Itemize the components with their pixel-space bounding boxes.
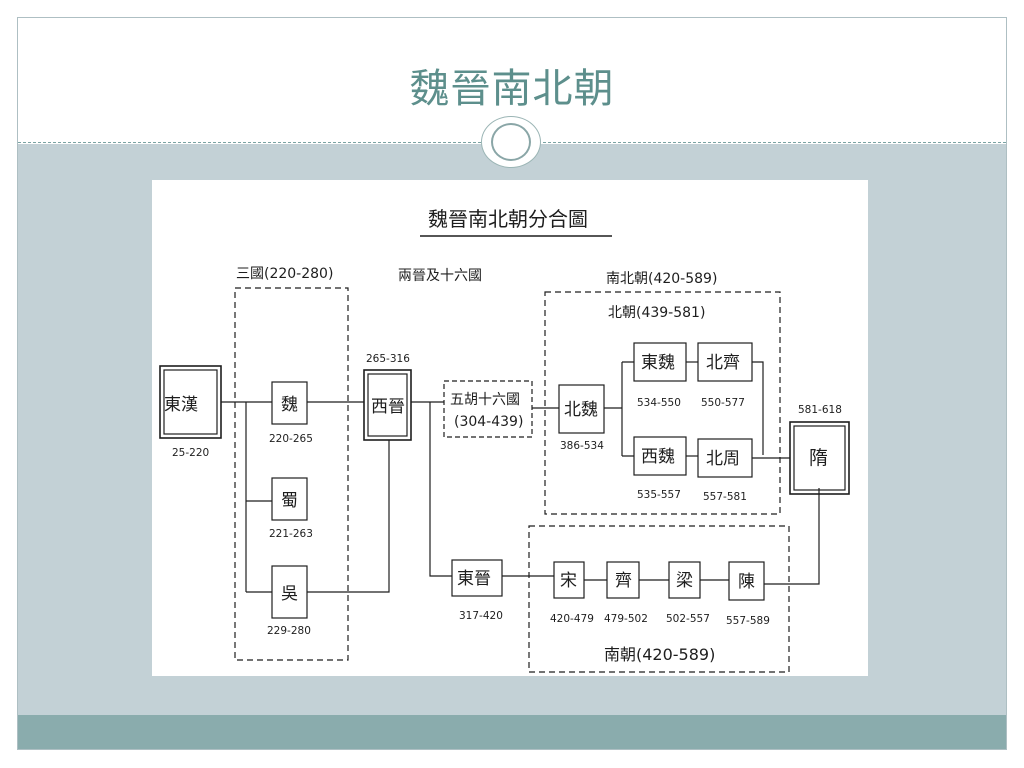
eastern-jin-name: 東晉 [457, 569, 491, 589]
diagram-title: 魏晉南北朝分合圖 [428, 207, 588, 231]
northern-dynasties-label: 北朝(439-581) [608, 305, 705, 321]
northern-zhou-box [697, 438, 753, 478]
footer-band [18, 715, 1006, 749]
north-south-label: 南北朝(420-589) [606, 271, 717, 287]
northern-wei-box [558, 384, 605, 434]
dynasty-diagram-image: 魏晉南北朝分合圖 三國(220-280) 兩晉及十六國 南北朝(420-589)… [152, 180, 868, 676]
three-kingdoms-label: 三國(220-280) [236, 266, 333, 282]
song-name: 宋 [560, 571, 577, 591]
wu-years: 229-280 [267, 625, 311, 637]
sixteen-kingdoms-years: (304-439) [454, 414, 523, 430]
wei-name: 魏 [281, 395, 298, 415]
northern-qi-box [697, 342, 753, 382]
liang-box [668, 561, 701, 599]
line-nqi-to-sui [752, 361, 764, 455]
eastern-han-years: 25-220 [172, 447, 209, 459]
southern-dynasties-label: 南朝(420-589) [604, 645, 715, 664]
sui-box [789, 421, 850, 495]
slide-title: 魏晉南北朝 [409, 66, 615, 112]
eastern-jin-box [451, 559, 503, 597]
qi-box [606, 561, 640, 599]
liang-name: 梁 [676, 571, 693, 591]
line-chen-to-sui [764, 488, 820, 585]
eastern-han-box [159, 365, 222, 439]
eastern-han-name: 東漢 [164, 395, 198, 415]
qi-name: 齊 [615, 571, 632, 591]
wu-box [271, 565, 308, 619]
sixteen-kingdoms-name: 五胡十六國 [450, 392, 520, 408]
circle-ornament-icon [481, 116, 541, 168]
sui-box-inner [793, 425, 846, 491]
eastern-wei-name: 東魏 [641, 353, 675, 373]
western-wei-box [633, 436, 687, 476]
qi-years: 479-502 [604, 613, 648, 625]
eastern-jin-years: 317-420 [459, 610, 503, 622]
sui-name: 隋 [809, 447, 828, 469]
dynasty-diagram: 魏晉南北朝分合圖 三國(220-280) 兩晉及十六國 南北朝(420-589)… [159, 207, 850, 673]
northern-qi-name: 北齊 [706, 353, 740, 373]
chen-years: 557-589 [726, 615, 770, 627]
wei-box [271, 381, 308, 425]
northern-wei-name: 北魏 [564, 400, 598, 420]
western-wei-years: 535-557 [637, 489, 681, 501]
wei-years: 220-265 [269, 433, 313, 445]
eastern-wei-box [633, 342, 687, 382]
northern-zhou-name: 北周 [706, 449, 740, 469]
western-jin-box-inner [367, 373, 408, 437]
circle-ornament-inner [491, 123, 531, 161]
chen-name: 陳 [738, 572, 755, 592]
northern-zhou-years: 557-581 [703, 491, 747, 503]
song-years: 420-479 [550, 613, 594, 625]
chen-box [728, 561, 765, 601]
western-jin-name: 西晉 [371, 397, 405, 417]
line-jin-to-eastjin [429, 402, 452, 577]
sui-years: 581-618 [798, 404, 842, 416]
shu-name: 蜀 [281, 491, 298, 511]
two-jin-label: 兩晉及十六國 [398, 268, 482, 284]
western-wei-name: 西魏 [641, 447, 675, 467]
sixteen-kingdoms-box [443, 380, 533, 438]
song-box [553, 561, 585, 599]
northern-wei-years: 386-534 [560, 440, 604, 452]
eastern-han-box-inner [163, 369, 218, 435]
northern-qi-years: 550-577 [701, 397, 745, 409]
eastern-wei-years: 534-550 [637, 397, 681, 409]
shu-years: 221-263 [269, 528, 313, 540]
north-south-region [544, 291, 781, 515]
western-jin-years: 265-316 [366, 353, 410, 365]
shu-box [271, 477, 308, 521]
liang-years: 502-557 [666, 613, 710, 625]
line-nwei-split [604, 361, 634, 457]
western-jin-box [363, 369, 412, 441]
three-kingdoms-region [234, 287, 349, 661]
southern-dynasties-region [528, 525, 790, 673]
wu-name: 吳 [281, 584, 298, 604]
line-han-to-three [221, 401, 272, 593]
line-wu-to-jin [307, 440, 390, 593]
